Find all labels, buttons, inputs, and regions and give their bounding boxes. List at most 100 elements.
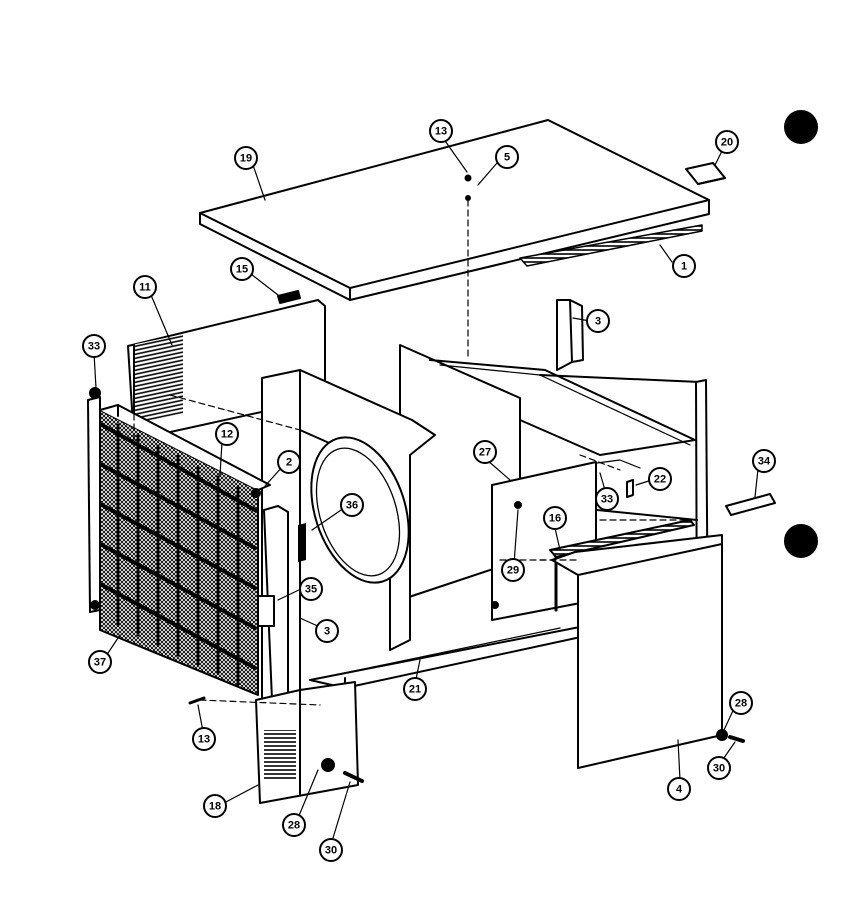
callout-c33-mid: 33 [595, 487, 619, 511]
callout-c37: 37 [88, 650, 112, 674]
callout-number: 18 [209, 801, 221, 813]
callout-number: 3 [324, 626, 330, 638]
registration-dot-top [784, 110, 818, 144]
callout-c18: 18 [203, 794, 227, 818]
callout-c28-right: 28 [729, 691, 753, 715]
callout-c30-bot: 30 [319, 838, 343, 862]
callout-c4: 4 [667, 777, 691, 801]
callout-number: 35 [305, 584, 317, 596]
callout-c3-mid: 3 [315, 619, 339, 643]
callout-bubble [133, 275, 157, 299]
callout-number: 22 [654, 474, 666, 486]
base-pan [309, 624, 591, 689]
callout-bubble [586, 309, 610, 333]
callout-bubble [707, 756, 731, 780]
callout-bubble [82, 334, 106, 358]
callout-bubble [473, 440, 497, 464]
callout-number: 13 [435, 126, 447, 138]
callout-bubble [315, 619, 339, 643]
callout-c13-bot: 13 [192, 727, 216, 751]
callout-bubble [215, 422, 239, 446]
callout-bubble [299, 577, 323, 601]
callout-bubble [715, 130, 739, 154]
callout-bubble [752, 449, 776, 473]
callout-number: 28 [735, 698, 747, 710]
clip-22 [626, 479, 634, 498]
callout-bubble [595, 487, 619, 511]
callout-number: 34 [758, 456, 771, 468]
callout-bubble [203, 794, 227, 818]
callout-number: 33 [601, 494, 613, 506]
bracket-34 [725, 493, 776, 516]
callout-number: 30 [325, 845, 337, 857]
callout-c12: 12 [215, 422, 239, 446]
callout-c36: 36 [340, 493, 364, 517]
callout-c13-top: 13 [429, 119, 453, 143]
callout-number: 30 [713, 763, 725, 775]
screw-30-right [728, 735, 745, 743]
callout-c15: 15 [230, 257, 254, 281]
callout-bubble [340, 493, 364, 517]
callout-number: 29 [507, 565, 519, 577]
callout-c21: 21 [403, 677, 427, 701]
bracket-20 [685, 162, 726, 185]
callout-number: 5 [504, 152, 510, 164]
callout-c1: 1 [672, 254, 696, 278]
callout-number: 12 [221, 429, 233, 441]
callout-number: 13 [198, 734, 210, 746]
callout-bubble [234, 146, 258, 170]
callout-c11: 11 [133, 275, 157, 299]
callout-bubble [88, 650, 112, 674]
callout-c20: 20 [715, 130, 739, 154]
callout-bubble [230, 257, 254, 281]
callout-number: 1 [681, 261, 687, 273]
callout-c28-bot: 28 [282, 813, 306, 837]
condenser-coil [87, 387, 271, 696]
registration-dot-mid [784, 524, 818, 558]
callout-c33-left: 33 [82, 334, 106, 358]
callout-number: 21 [409, 684, 421, 696]
callout-c3-top: 3 [586, 309, 610, 333]
callout-bubble [319, 838, 343, 862]
callout-number: 15 [236, 264, 248, 276]
callout-number: 16 [549, 513, 561, 525]
bottom-grille [255, 681, 359, 804]
callout-bubble [429, 119, 453, 143]
callout-c35: 35 [299, 577, 323, 601]
callout-c19-top: 19 [234, 146, 258, 170]
callout-bubble [501, 558, 525, 582]
callout-bubble [495, 145, 519, 169]
callout-c2: 2 [277, 450, 301, 474]
callout-bubble [667, 777, 691, 801]
callout-c30-right: 30 [707, 756, 731, 780]
rear-post [556, 299, 573, 371]
callout-number: 28 [288, 820, 300, 832]
inner-structure [399, 344, 709, 653]
callout-bubble [672, 254, 696, 278]
screw-13-bottom [188, 696, 206, 705]
callout-number: 11 [139, 282, 151, 294]
callout-number: 33 [88, 341, 100, 353]
callout-c22: 22 [648, 467, 672, 491]
callout-number: 19 [240, 153, 252, 165]
callout-bubble [403, 677, 427, 701]
callout-bubble [192, 727, 216, 751]
callout-number: 36 [346, 500, 358, 512]
callout-number: 20 [721, 137, 733, 149]
callout-bubble [648, 467, 672, 491]
callout-bubble [277, 450, 301, 474]
callout-bubble [282, 813, 306, 837]
callout-layer: 1913520115113331222722333436291635337211… [82, 119, 776, 862]
top-cover [199, 119, 710, 301]
callout-bubble [729, 691, 753, 715]
callout-number: 2 [286, 457, 292, 469]
callout-number: 4 [676, 784, 683, 796]
louver-panel [549, 519, 695, 558]
callout-number: 27 [479, 447, 491, 459]
callout-c27: 27 [473, 440, 497, 464]
callout-c5: 5 [495, 145, 519, 169]
screw-30-bottom [343, 771, 364, 783]
washer-28-right [716, 729, 728, 741]
front-panel [551, 534, 723, 769]
